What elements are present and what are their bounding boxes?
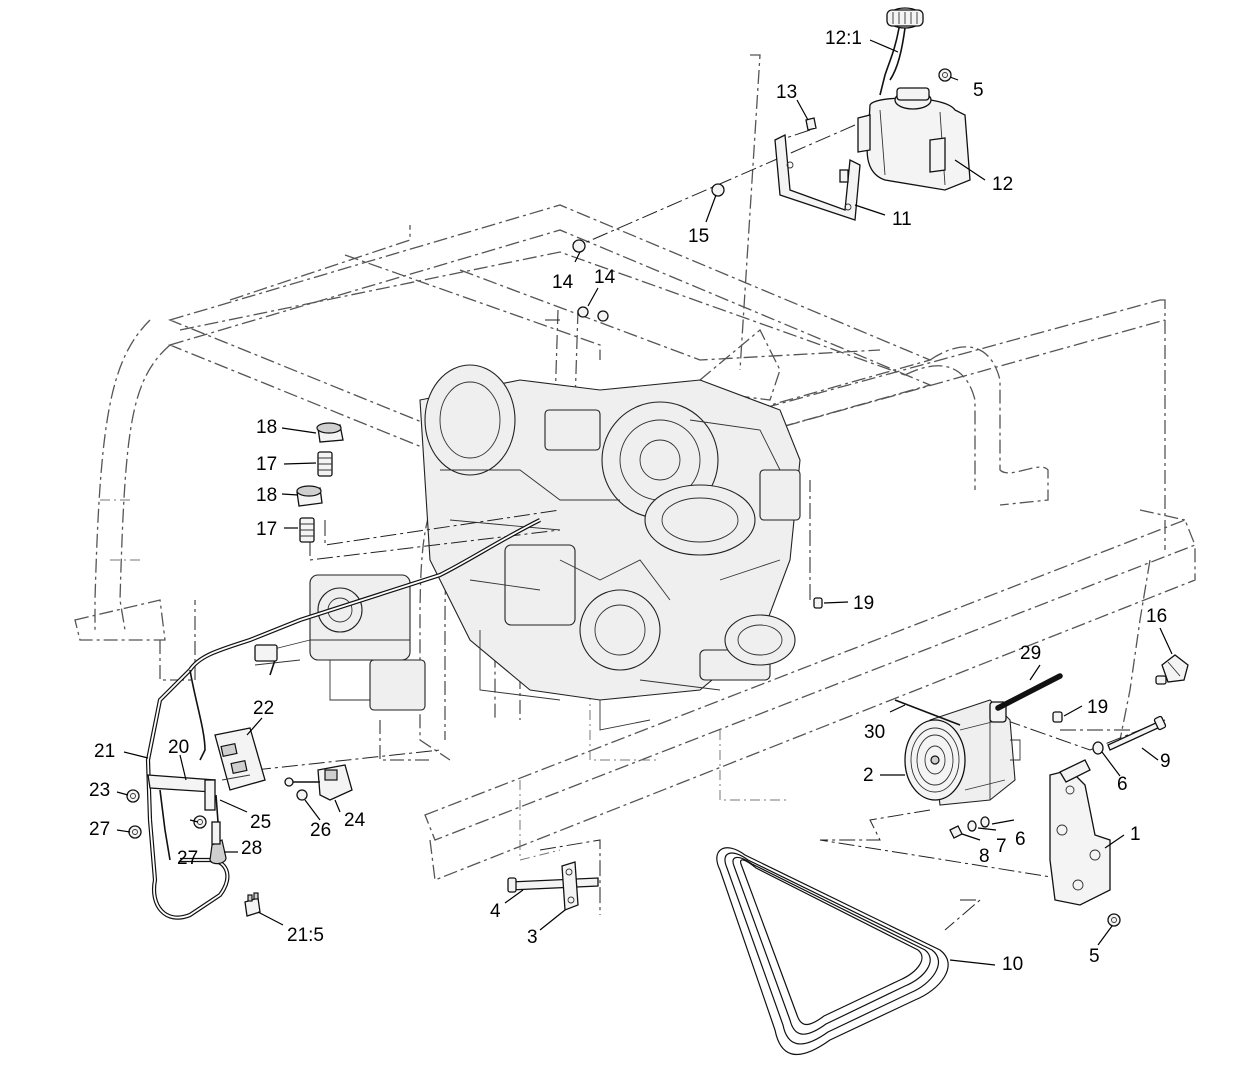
washer-6-upper <box>1092 741 1104 755</box>
callout-21: 21 <box>94 741 115 762</box>
fitting-connector-lower <box>299 517 315 543</box>
callout-12-1: 12:1 <box>825 28 862 49</box>
bolt-9 <box>1107 715 1167 751</box>
callout-26: 26 <box>310 820 331 841</box>
coolant-reservoir <box>857 87 971 191</box>
nut-27-right <box>193 815 207 829</box>
hose-29 <box>995 673 1063 711</box>
callout-19-upper: 19 <box>853 593 874 614</box>
nut-26 <box>296 789 308 801</box>
fitting-16 <box>1155 654 1189 685</box>
callout-23: 23 <box>89 780 110 801</box>
leader-lines <box>116 39 1173 966</box>
callout-2: 2 <box>863 765 874 786</box>
compressor-bracket <box>1049 759 1111 906</box>
engine-assembly <box>254 364 801 731</box>
callout-8: 8 <box>979 846 990 867</box>
fitting-cap-upper <box>316 422 344 443</box>
nut-23 <box>126 789 140 803</box>
callout-12: 12 <box>992 174 1013 195</box>
callout-18-upper: 18 <box>256 417 277 438</box>
callout-17-upper: 17 <box>256 454 277 475</box>
fitting-connector-upper <box>317 451 333 477</box>
wire-harness <box>145 518 541 920</box>
callout-21-5: 21:5 <box>287 925 324 946</box>
callout-24: 24 <box>344 810 366 831</box>
callout-7: 7 <box>996 836 1007 857</box>
callout-5-top: 5 <box>973 80 984 101</box>
nut-5-lower <box>1107 913 1121 927</box>
callout-4: 4 <box>490 901 501 922</box>
callout-1: 1 <box>1130 824 1141 845</box>
harness-bracket <box>147 774 216 811</box>
fitting-cap-lower <box>296 485 323 507</box>
ac-compressor <box>904 699 1021 806</box>
callout-22: 22 <box>253 698 274 719</box>
boot-28 <box>209 821 227 865</box>
drive-belt <box>716 847 949 1056</box>
callout-20: 20 <box>168 737 189 758</box>
callout-29: 29 <box>1020 643 1041 664</box>
callout-10: 10 <box>1002 954 1023 975</box>
mounting-bracket <box>774 133 861 221</box>
callout-3: 3 <box>527 927 538 948</box>
nut-27-left <box>128 825 142 839</box>
callout-19-lower: 19 <box>1087 697 1108 718</box>
switch-24 <box>284 764 353 801</box>
callout-13: 13 <box>776 82 797 103</box>
callout-15: 15 <box>688 226 709 247</box>
callout-16: 16 <box>1146 606 1167 627</box>
callout-5-bottom: 5 <box>1089 946 1100 967</box>
callout-18-lower: 18 <box>256 485 277 506</box>
wire-30 <box>894 699 961 726</box>
callout-14-b: 14 <box>594 267 616 288</box>
reservoir-cap <box>879 7 924 96</box>
callout-6-lower: 6 <box>1015 829 1026 850</box>
callout-17-lower: 17 <box>256 519 277 540</box>
callout-11: 11 <box>892 209 912 230</box>
callout-9: 9 <box>1160 751 1171 772</box>
fasteners-8-7-6 <box>949 816 990 839</box>
callout-6-upper: 6 <box>1117 774 1128 795</box>
pin-4 <box>507 877 599 893</box>
callout-14-a: 14 <box>552 272 574 293</box>
clamp-19-lower <box>1052 711 1063 723</box>
callout-27-right: 27 <box>177 848 198 869</box>
fuse <box>244 892 261 917</box>
callout-27-left: 27 <box>89 819 110 840</box>
callout-labels: 12:1 5 13 12 11 15 14 14 18 17 18 17 19 … <box>89 28 1171 975</box>
small-fasteners-top <box>572 68 952 322</box>
relay-module <box>214 727 266 791</box>
callout-28: 28 <box>241 838 262 859</box>
strap-3 <box>561 861 579 911</box>
cable-25 <box>215 794 219 823</box>
clamp-19-upper <box>813 597 823 609</box>
callout-25: 25 <box>250 812 271 833</box>
callout-30: 30 <box>864 722 885 743</box>
